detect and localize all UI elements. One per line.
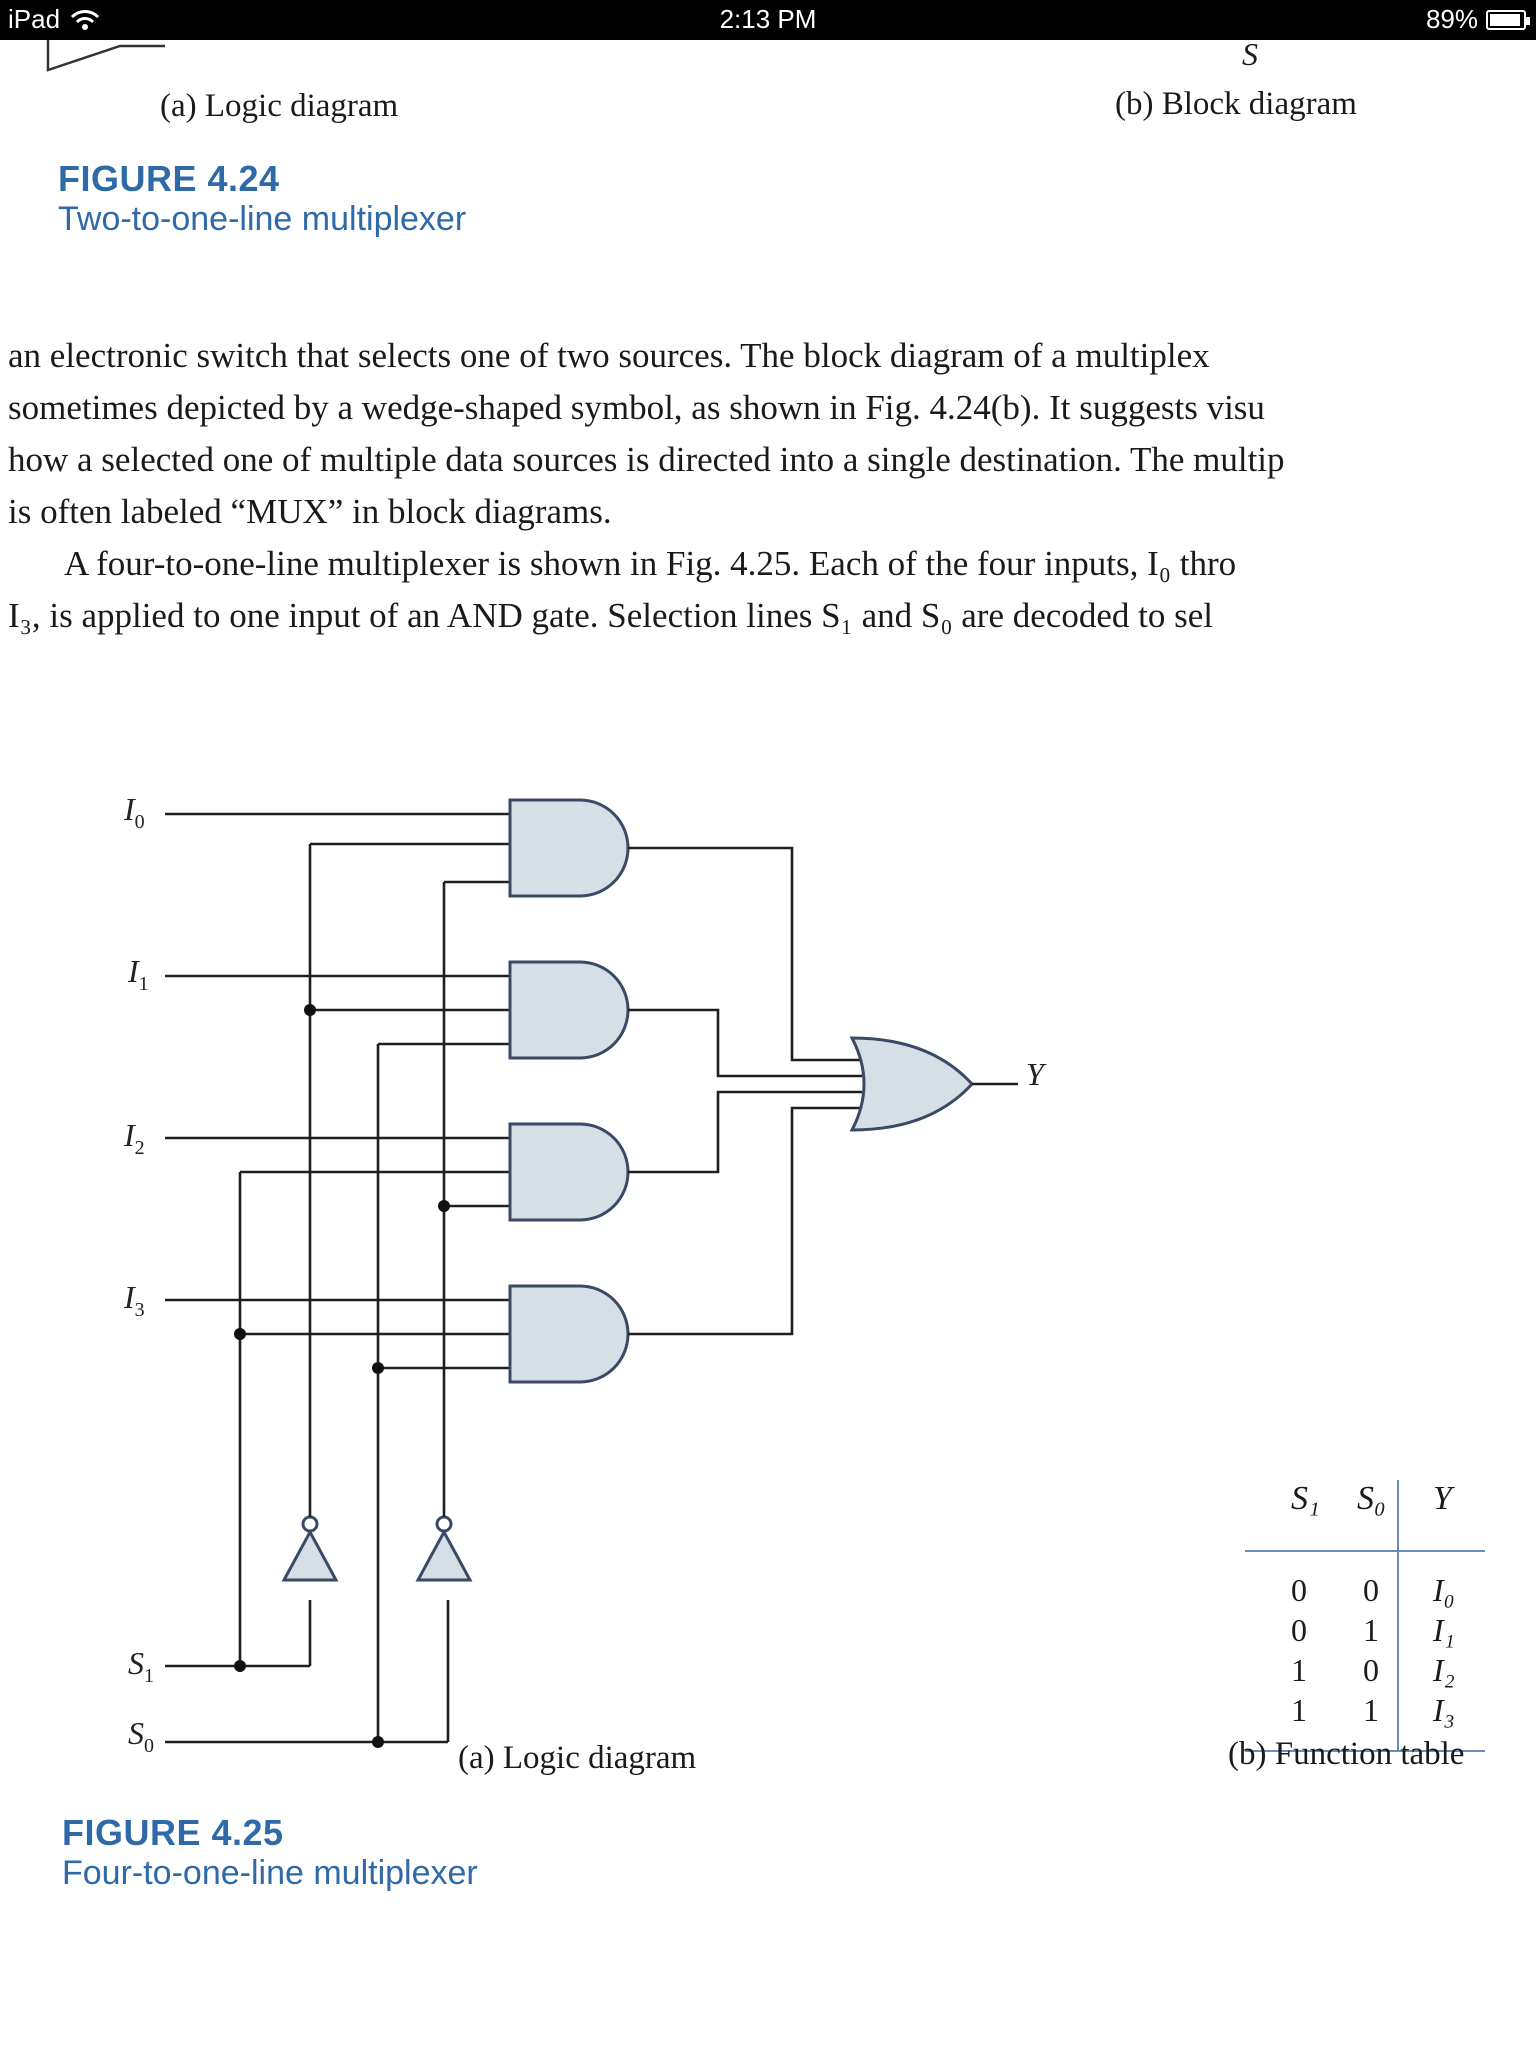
body-line: is often labeled “MUX” in block diagrams… [8,492,612,531]
fig425-number: FIGURE 4.25 [62,1812,284,1853]
junction-dots [234,1004,450,1748]
fig425-caption-a: (a) Logic diagram [458,1740,697,1776]
and-gate-0 [508,798,630,898]
ft-header-y: Y [1433,1480,1452,1517]
status-right: 89% [1425,4,1530,35]
inverter-s0 [415,1468,473,1582]
ft-cell: I₀ [1433,1572,1455,1608]
ft-cell: I₃ [1433,1692,1455,1728]
select-rails [165,842,510,1744]
ft-cell: 0 [1363,1652,1379,1688]
and-to-or-wires [628,846,862,1336]
ft-divider [1397,1480,1399,1752]
ft-bottom-rule [1245,1750,1485,1752]
ft-cell: 1 [1291,1652,1307,1688]
ft-header-s0: S₀ [1357,1480,1386,1517]
ft-cell: 1 [1291,1692,1307,1728]
input-label-i2: I2 [123,1117,145,1159]
fig425-logic-diagram: I0 I1 I2 I3 S1 S0 Y [123,791,1047,1757]
inverter-s1 [281,1468,339,1582]
or-gate [849,1036,975,1132]
ft-top-rule [1245,1550,1485,1552]
select-label-s0: S0 [128,1715,154,1757]
input-wires [165,812,510,1302]
ft-cell: 0 [1291,1572,1307,1608]
ft-cell: 0 [1291,1612,1307,1648]
body-text: an electronic switch that selects one of… [8,330,1536,642]
fig425-caption-b: (b) Function table [1228,1736,1465,1772]
fig424-title: Two-to-one-line multiplexer [58,200,467,238]
fig424-caption-a: (a) Logic diagram [160,88,399,124]
and-gate-3 [508,1284,630,1384]
ft-cell: I₁ [1433,1612,1455,1648]
wifi-icon [70,9,100,30]
input-label-i1: I1 [127,953,149,995]
body-line: I₃, is applied to one input of an AND ga… [8,596,1213,635]
battery-percent: 89% [1425,4,1478,34]
fig424-select-label: S [1242,36,1258,72]
input-label-i3: I3 [123,1279,145,1321]
select-label-s1: S1 [128,1645,154,1687]
fig424-number: FIGURE 4.24 [58,158,280,199]
body-line: an electronic switch that selects one of… [8,336,1210,375]
status-time: 2:13 PM [719,4,817,34]
fig425-title: Four-to-one-line multiplexer [62,1854,478,1892]
fig424-partial-drawing [46,40,165,72]
body-line: sometimes depicted by a wedge-shaped sym… [8,388,1265,427]
book-page: S (a) Logic diagram (b) Block diagram FI… [0,36,1536,2048]
output-label-y: Y [1026,1056,1047,1092]
battery-icon [1486,9,1530,30]
status-bar: iPad 2:13 PM 89% [0,0,1536,40]
ft-cell: 1 [1363,1612,1379,1648]
body-line: A four-to-one-line multiplexer is shown … [64,544,1237,583]
device-name: iPad [8,4,61,34]
ft-cell: 1 [1363,1692,1379,1728]
body-line: how a selected one of multiple data sour… [8,440,1285,479]
and-gate-2 [508,1122,630,1222]
fig424-caption-b: (b) Block diagram [1115,86,1357,122]
ft-cell: 0 [1363,1572,1379,1608]
ft-header-s1: S₁ [1291,1480,1320,1517]
input-label-i0: I0 [123,791,145,833]
status-left: iPad [8,4,100,35]
and-gate-1 [508,960,630,1060]
ft-cell: I₂ [1433,1652,1455,1688]
